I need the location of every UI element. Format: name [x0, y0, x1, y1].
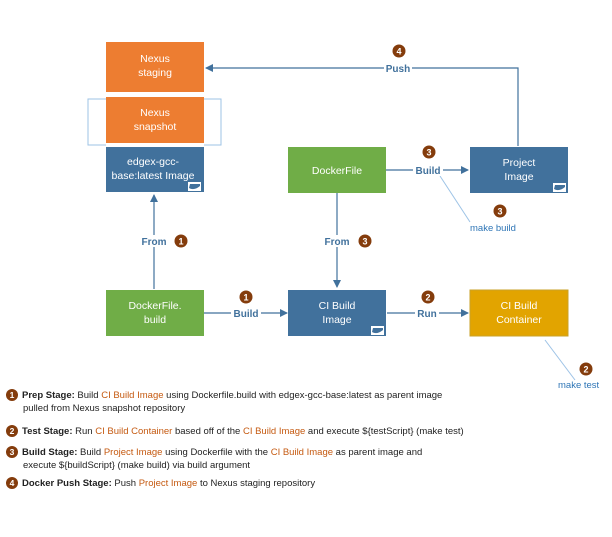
svg-text:4: 4 — [396, 47, 401, 57]
snapshot-bracket — [87, 98, 222, 146]
ci-build-container-box: CI Build Container — [469, 289, 569, 337]
legend-badge: 3 — [6, 446, 18, 459]
legend-badge: 2 — [6, 425, 18, 438]
step-badge-4-push: 4 — [392, 44, 406, 58]
push-label: Push — [384, 62, 412, 75]
project-image-line2: Image — [504, 171, 533, 183]
svg-text:1: 1 — [178, 237, 183, 247]
svg-text:2: 2 — [425, 293, 430, 303]
project-image-line1: Project — [503, 157, 536, 169]
svg-text:2: 2 — [583, 365, 588, 375]
make-build-callout: make build — [470, 223, 516, 234]
step-badge-3-from: 3 — [358, 234, 372, 248]
ci-build-container-line2: Container — [496, 314, 542, 326]
nexus-staging-line2: staging — [138, 67, 172, 79]
push-connector — [205, 64, 519, 146]
nexus-snapshot-box: Nexus snapshot — [106, 97, 204, 143]
make-test-callout: make test — [558, 380, 600, 391]
dockerfile-box: DockerFile — [288, 147, 386, 193]
run-label: Run — [415, 307, 439, 320]
nexus-staging-box: Nexus staging — [106, 42, 204, 92]
nexus-snapshot-line1: Nexus — [140, 107, 170, 119]
nexus-snapshot-line2: snapshot — [134, 121, 177, 133]
ci-build-image-line1: CI Build — [319, 300, 356, 312]
legend-line2: pulled from Nexus snapshot repository — [23, 403, 186, 414]
step-badge-3-make-build: 3 — [493, 204, 507, 218]
docker-icon — [371, 326, 384, 335]
push-label-text: Push — [386, 64, 410, 75]
docker-icon — [188, 182, 201, 191]
base-image-box: edgex-gcc- base:latest Image — [106, 147, 204, 192]
legend-badge: 4 — [6, 477, 18, 490]
dockerfile-build-line1: DockerFile. — [128, 300, 181, 312]
from-left-label: From — [138, 235, 170, 248]
legend-badge: 1 — [6, 389, 18, 402]
from-right-label: From — [321, 235, 353, 248]
step-badge-1-build: 1 — [239, 290, 253, 304]
legend-line2: execute ${buildScript} (make build) via … — [23, 460, 251, 471]
dockerfile-line1: DockerFile — [312, 165, 362, 177]
svg-text:From: From — [142, 237, 167, 248]
build-dockerfile-label: Build — [413, 164, 443, 177]
step-badge-1-from: 1 — [174, 234, 188, 248]
make-build-leader — [439, 175, 471, 223]
svg-text:3: 3 — [362, 237, 367, 247]
project-image-box: Project Image — [470, 147, 568, 193]
build-ci-label: Build — [231, 307, 261, 320]
step-badge-2-make-test: 2 — [579, 362, 593, 376]
dockerfile-build-box: DockerFile. build — [106, 290, 204, 336]
base-image-line2: base:latest Image — [112, 170, 195, 182]
ci-build-image-line2: Image — [322, 314, 351, 326]
step-badge-2-run: 2 — [421, 290, 435, 304]
base-image-line1: edgex-gcc- — [127, 156, 179, 168]
svg-text:Build: Build — [416, 166, 441, 177]
docker-icon — [553, 183, 566, 192]
svg-text:Run: Run — [417, 309, 436, 320]
make-test-leader — [544, 339, 576, 381]
dockerfile-build-line2: build — [144, 314, 166, 326]
svg-text:From: From — [325, 237, 350, 248]
nexus-staging-line1: Nexus — [140, 53, 170, 65]
ci-build-container-line1: CI Build — [501, 300, 538, 312]
ci-build-image-box: CI Build Image — [288, 290, 386, 336]
step-badge-3-build: 3 — [422, 145, 436, 159]
svg-text:1: 1 — [243, 293, 248, 303]
svg-text:Build: Build — [234, 309, 259, 320]
svg-text:3: 3 — [497, 207, 502, 217]
svg-text:3: 3 — [426, 148, 431, 158]
